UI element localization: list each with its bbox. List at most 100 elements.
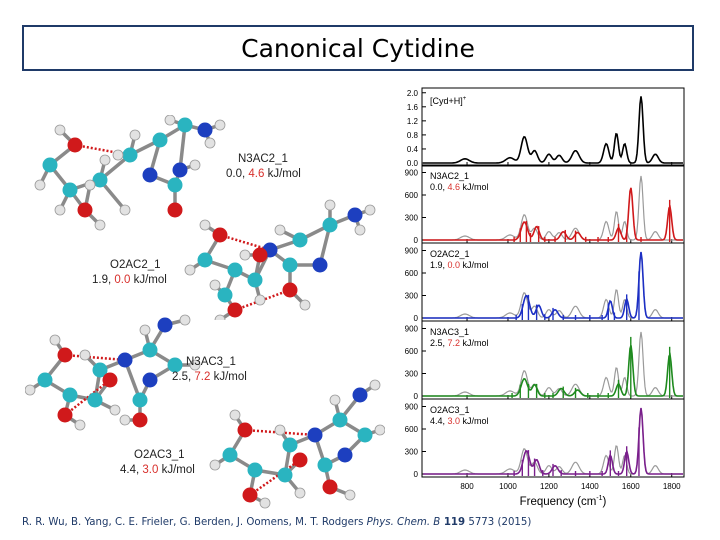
panel-energy-label: 1.9, 0.0 kJ/mol <box>430 260 489 270</box>
carbon-atom <box>282 437 298 453</box>
hydrogen-atom <box>199 219 211 231</box>
carbon-atom <box>322 217 338 233</box>
y-tick-label: 0 <box>414 314 419 323</box>
carbon-atom <box>247 462 263 478</box>
hydrogen-atom <box>34 179 46 191</box>
x-tick-label: 1400 <box>581 482 599 491</box>
conformer-name: N3AC3_1 <box>186 356 236 368</box>
energy-value-2: 0.0 <box>114 274 131 286</box>
x-axis-label-close: ) <box>603 496 607 508</box>
carbon-atom <box>132 392 148 408</box>
conformer-name: N3AC2_1 <box>238 153 288 165</box>
y-tick-label: 300 <box>405 214 419 223</box>
conformer-label-n3ac3-1: N3AC3_1 2.5, 7.2 kJ/mol <box>172 355 247 385</box>
energy-unit: kJ/mol <box>460 338 489 348</box>
energy-unit: kJ/mol <box>460 182 489 192</box>
carbon-atom <box>222 447 238 463</box>
hydrogen-atom <box>209 459 221 471</box>
oxygen-atom <box>132 412 148 428</box>
carbon-atom <box>227 262 243 278</box>
hydrogen-atom <box>179 314 191 326</box>
hydrogen-atom <box>254 294 266 306</box>
panel-energy-label: 0.0, 4.6 kJ/mol <box>430 182 489 192</box>
structure-o2ac3-1 <box>209 379 385 509</box>
hydrogen-bond <box>74 143 131 157</box>
hydrogen-atom <box>184 264 196 276</box>
hydrogen-atom <box>294 487 306 499</box>
hydrogen-atom <box>229 409 241 421</box>
y-tick-label: 0.4 <box>407 145 419 154</box>
y-tick-label: 300 <box>405 448 419 457</box>
panel-frame <box>421 87 685 167</box>
hydrogen-atom <box>274 224 286 236</box>
oxygen-atom <box>282 282 298 298</box>
y-tick-label: 300 <box>405 292 419 301</box>
hydrogen-atom <box>374 424 385 436</box>
hydrogen-atom <box>99 154 111 166</box>
carbon-atom <box>62 387 78 403</box>
panel-energy-label: 2.5, 7.2 kJ/mol <box>430 338 489 348</box>
nitrogen-atom <box>337 447 353 463</box>
y-tick-label: 600 <box>405 269 419 278</box>
carbon-atom <box>62 182 78 198</box>
y-tick-label: 600 <box>405 347 419 356</box>
panel-label: O2AC3_1 <box>430 405 470 415</box>
y-tick-label: 1.2 <box>407 117 419 126</box>
x-tick-label: 1200 <box>540 482 558 491</box>
carbon-atom <box>92 172 108 188</box>
bond <box>178 124 187 171</box>
hydrogen-atom <box>49 334 61 346</box>
carbon-atom <box>42 157 58 173</box>
energy-value-1: 0.0, <box>430 182 448 192</box>
oxygen-atom <box>77 202 93 218</box>
carbon-atom <box>122 147 138 163</box>
y-tick-label: 0.0 <box>407 159 419 168</box>
energy-value-1: 2.5, <box>430 338 448 348</box>
y-tick-label: 1.6 <box>407 103 419 112</box>
x-tick-label: 1800 <box>663 482 681 491</box>
hydrogen-atom <box>129 129 141 141</box>
experimental-overlay-line <box>423 175 683 241</box>
nitrogen-atom <box>307 427 323 443</box>
oxygen-atom <box>67 137 83 153</box>
y-tick-label: 900 <box>405 403 419 412</box>
y-tick-label: 300 <box>405 370 419 379</box>
hydrogen-atom <box>109 404 121 416</box>
panel-label: [Cyd+H]+ <box>430 96 467 106</box>
carbon-atom <box>37 372 53 388</box>
x-axis-label-superscript: -1 <box>596 495 602 502</box>
oxygen-atom <box>242 487 258 503</box>
energy-unit: kJ/mol <box>460 260 489 270</box>
energy-value-2: 4.6 <box>248 168 265 180</box>
hydrogen-atom <box>74 419 86 431</box>
hydrogen-atom <box>164 115 176 126</box>
nitrogen-atom <box>197 122 213 138</box>
hydrogen-atom <box>204 137 216 149</box>
x-tick-label: 1600 <box>622 482 640 491</box>
energy-unit: kJ/mol <box>210 371 247 383</box>
spectrum-panel: 0.0 0.4 0.8 1.2 1.6 2.0 [Cyd+H]+ <box>407 87 685 168</box>
panel-label: N3AC3_1 <box>430 327 469 337</box>
y-tick-label: 0.8 <box>407 131 419 140</box>
carbon-atom <box>292 232 308 248</box>
y-tick-label: 900 <box>405 325 419 334</box>
oxygen-atom <box>57 407 73 423</box>
oxygen-atom <box>102 372 118 388</box>
carbon-atom <box>247 272 263 288</box>
carbon-atom <box>167 177 183 193</box>
carbon-atom <box>197 252 213 268</box>
oxygen-atom <box>57 347 73 363</box>
hydrogen-atom <box>189 159 201 171</box>
hydrogen-atom <box>214 314 226 320</box>
slide-title: Canonical Cytidine <box>241 33 475 63</box>
x-tick-label: 800 <box>460 482 474 491</box>
panel-frame <box>421 398 685 478</box>
experimental-overlay-line <box>423 331 683 397</box>
carbon-atom <box>92 362 108 378</box>
y-tick-label: 2.0 <box>407 89 419 98</box>
energy-unit: kJ/mol <box>264 168 301 180</box>
energy-value-2: 4.6 <box>448 182 461 192</box>
hydrogen-atom <box>354 224 366 236</box>
energy-separator: , <box>188 371 195 383</box>
